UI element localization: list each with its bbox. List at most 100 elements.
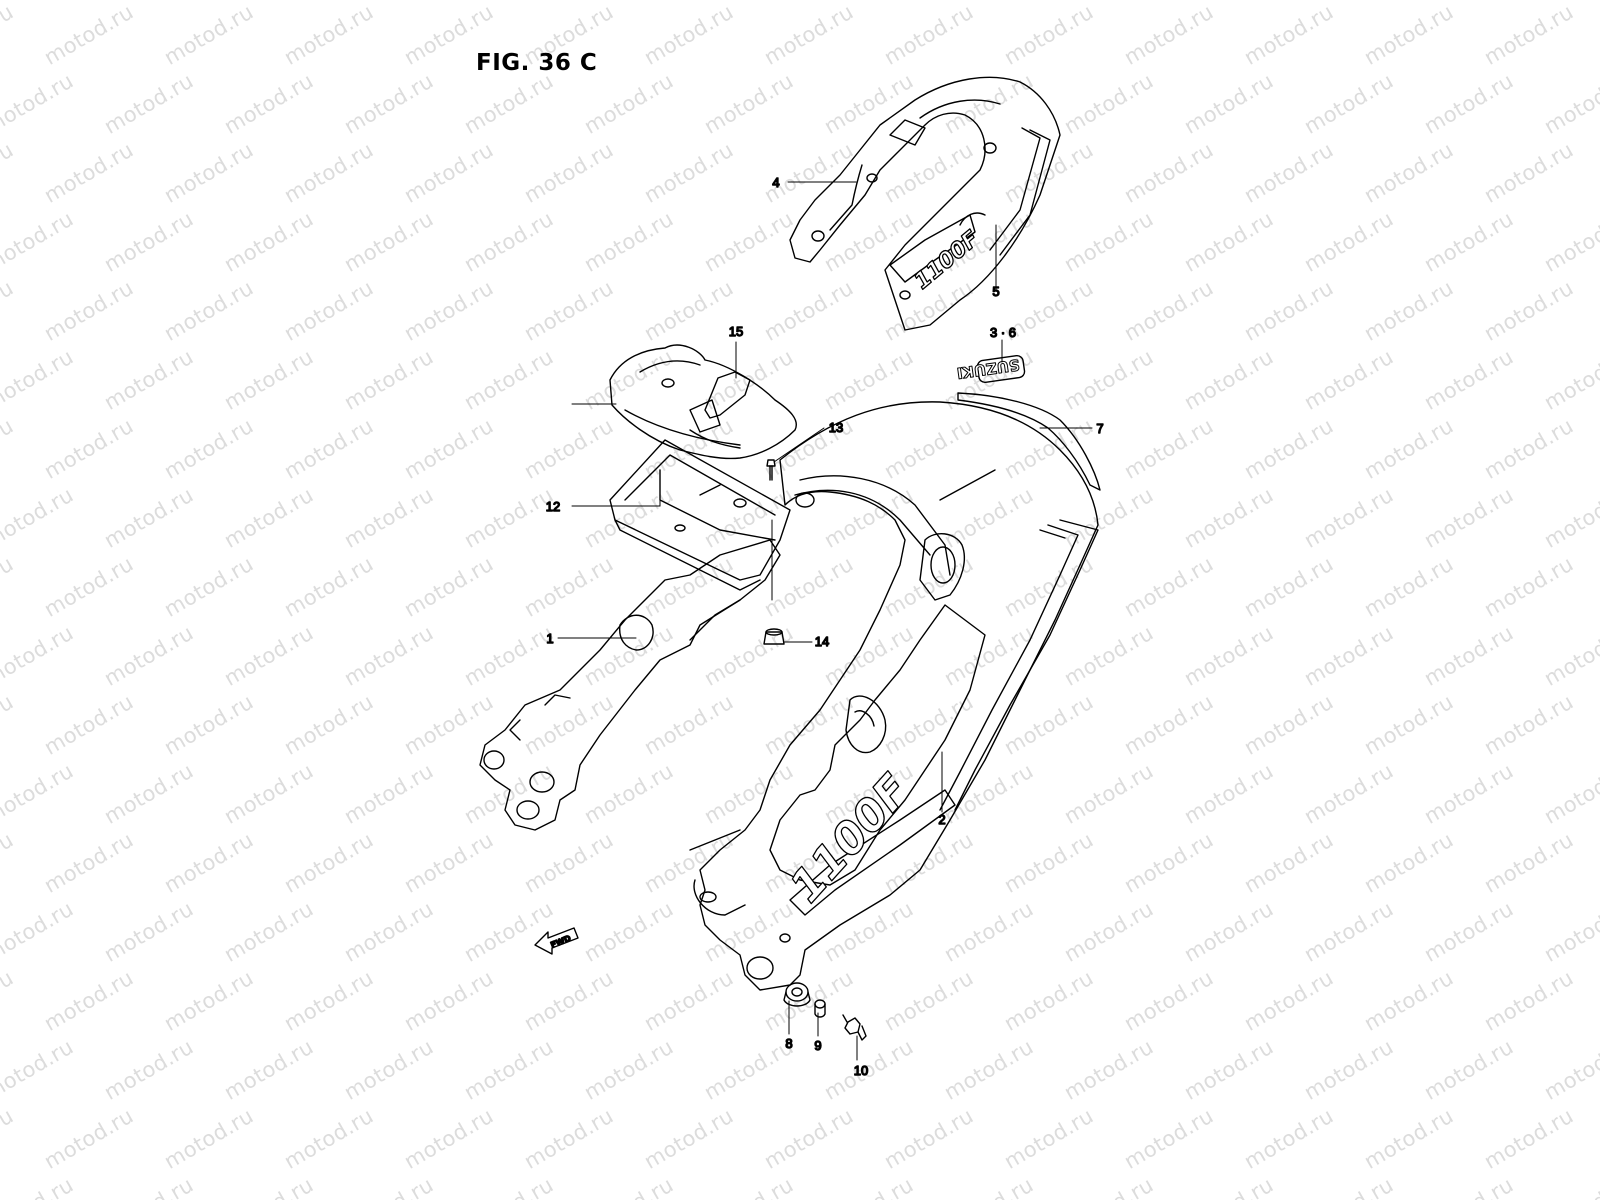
- callout-1: 1: [546, 631, 553, 646]
- pouch-fold-2: [689, 429, 741, 449]
- bushing-bore: [791, 987, 803, 997]
- large-cowl-stripe-end: [1039, 529, 1066, 539]
- bushing-face: [785, 982, 809, 1002]
- callout-8: 8: [785, 1036, 792, 1051]
- large-cowl-outline: [699, 401, 1099, 991]
- strap-loop: [689, 399, 721, 433]
- large-cowl-stripe-inner: [939, 524, 1079, 811]
- figure-title: FIG. 36 C: [476, 50, 598, 76]
- screw-shank: [769, 465, 773, 481]
- bolt-washer: [857, 1025, 867, 1041]
- large-cowl-mount-hole: [699, 891, 717, 903]
- small-tail-cowl: 1100F: [789, 76, 1061, 331]
- large-cowl-stripe-outer: [954, 519, 1099, 811]
- tray-bottom-edge: [614, 519, 761, 591]
- tray-inner-rim: [624, 454, 776, 516]
- left-frame-rail: [479, 539, 781, 831]
- large-cowl-rear-mount: [693, 879, 746, 916]
- left-rail-mount-hole-2: [529, 771, 555, 793]
- small-cowl-hole-3: [983, 142, 997, 154]
- small-cowl-outline: [789, 76, 1061, 331]
- large-cowl-recess: [919, 533, 966, 601]
- small-cowl-curve: [959, 212, 986, 226]
- small-cowl-stripe-inner: [989, 127, 1041, 251]
- large-cowl-crease: [939, 469, 996, 501]
- large-badge-text: 1100F: [780, 765, 920, 912]
- small-cowl-badge-plate: [889, 214, 976, 283]
- collar-side: [814, 1003, 826, 1018]
- large-cowl-badge-plate: [789, 789, 956, 916]
- large-cowl-inner-panel: [769, 604, 986, 886]
- tool-strap: [689, 371, 751, 433]
- small-cowl-bracket: [889, 119, 926, 146]
- callout-14: 15: [729, 324, 743, 339]
- large-cowl-recess-hole: [930, 546, 956, 584]
- pouch-flap: [639, 360, 701, 373]
- collar-face: [814, 999, 826, 1009]
- tray-detail: [699, 484, 721, 496]
- left-rail-mount-hole-3: [516, 800, 540, 820]
- left-rail-top-edge: [689, 599, 741, 641]
- forward-arrow-shape: [534, 927, 579, 955]
- callout-7: 7: [1096, 421, 1103, 436]
- pouch-fold: [624, 409, 741, 446]
- trim-strip-shape: [957, 392, 1101, 491]
- left-rail-step: [509, 719, 521, 741]
- bushing: [783, 982, 811, 1007]
- large-cowl-bottom-hole-2: [779, 933, 791, 943]
- callout-13: 14: [815, 634, 829, 649]
- small-cowl-stripe-edge: [999, 129, 1051, 256]
- leader-12: [773, 427, 825, 463]
- large-cowl-inner-rim-2: [799, 475, 951, 576]
- grommet-top: [765, 628, 783, 636]
- callout-2: 2: [938, 812, 945, 827]
- small-cowl-ridge: [919, 99, 1001, 119]
- bolt: [842, 1014, 867, 1041]
- callout-10: 10: [854, 1063, 868, 1078]
- collar: [814, 999, 826, 1018]
- strap-buckle: [704, 371, 751, 419]
- large-tail-cowl: 1100F: [689, 401, 1099, 991]
- large-cowl-edge: [689, 829, 741, 851]
- tray-slot-2: [733, 498, 747, 508]
- grommet: [763, 628, 785, 645]
- callout-9: 9: [814, 1038, 821, 1053]
- small-badge-text: 1100F: [910, 226, 984, 294]
- emblem-plate: [976, 354, 1026, 384]
- large-cowl-inner-rim: [794, 489, 931, 556]
- left-rail-tab: [544, 694, 571, 706]
- tool-pouch: [609, 344, 797, 460]
- suzuki-emblem: SUZUKI: [955, 354, 1026, 384]
- trim-strip: [957, 392, 1101, 491]
- callout-11: 12: [546, 499, 560, 514]
- bushing-side: [783, 991, 811, 1007]
- callout-12: 13: [829, 420, 843, 435]
- leader-lines: [557, 181, 1093, 1061]
- forward-arrow: FWD: [534, 927, 579, 955]
- screw: [766, 459, 776, 481]
- tray-slot-1: [674, 524, 686, 532]
- large-cowl-bottom-hole: [746, 956, 774, 980]
- large-cowl-side-hole-inner: [854, 710, 875, 727]
- callout-3-6: 3 · 6: [990, 325, 1016, 340]
- large-cowl-top-hole: [795, 492, 815, 508]
- pouch-outline: [609, 344, 797, 460]
- grommet-body: [763, 631, 785, 645]
- pouch-button: [661, 378, 675, 388]
- small-cowl-hole-1: [866, 173, 878, 183]
- left-rail-mount-hole-1: [483, 750, 505, 770]
- left-rail-outline: [479, 539, 781, 831]
- screw-head: [766, 459, 776, 467]
- callout-labels: 4 5 3 · 6 7 15 13 12 14 1 2 8 9 10: [545, 174, 1104, 1078]
- small-cowl-hole-4: [899, 290, 911, 300]
- small-cowl-left-rail: [829, 164, 863, 231]
- left-rail-hole: [619, 614, 654, 651]
- bolt-shank: [842, 1014, 848, 1023]
- small-cowl-hole-2: [811, 230, 825, 242]
- tray-outline: [609, 439, 791, 581]
- callout-5: 5: [992, 284, 999, 299]
- callout-4: 4: [772, 175, 779, 190]
- large-cowl-side-hole: [845, 695, 887, 754]
